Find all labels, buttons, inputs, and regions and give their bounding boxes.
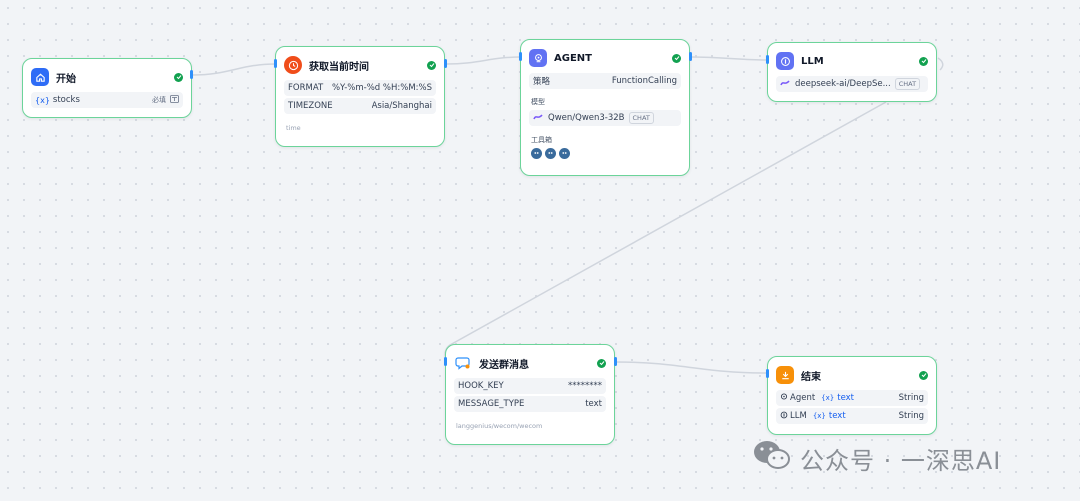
- end-output-source-agent: Agent: [790, 393, 816, 403]
- tool-avatar-icon[interactable]: [545, 148, 556, 159]
- agent-node[interactable]: AGENT 策略 FunctionCalling 模型 Qwen/Qwen3-3…: [520, 39, 690, 176]
- send-input-handle[interactable]: [444, 357, 447, 366]
- end-output-var-agent: text: [837, 393, 855, 403]
- tool-avatar-icon[interactable]: [531, 148, 542, 159]
- check-circle-icon: [672, 53, 681, 63]
- agent-model-row[interactable]: Qwen/Qwen3-32B CHAT: [529, 110, 681, 126]
- send-node-title: 发送群消息: [479, 359, 529, 371]
- model-provider-icon: [533, 112, 543, 125]
- edge-start-time: [191, 63, 277, 76]
- time-format-value: %Y-%m-%d %H:%M:%S: [331, 83, 432, 93]
- send-output-handle[interactable]: [614, 357, 617, 366]
- home-icon: [31, 68, 49, 86]
- time-output-handle[interactable]: [444, 59, 447, 68]
- start-variable-name: stocks: [52, 95, 80, 105]
- start-variable-row[interactable]: {x} stocks 必填: [31, 92, 183, 108]
- edge-llm-tail: [937, 57, 944, 71]
- agent-tools-label: 工具箱: [531, 136, 552, 144]
- llm-model-row[interactable]: deepseek-ai/DeepSe... CHAT: [776, 76, 928, 92]
- clock-icon: [284, 56, 302, 74]
- end-input-handle[interactable]: [766, 369, 769, 378]
- wechat-icon: [752, 438, 792, 478]
- agent-strategy-value: FunctionCalling: [611, 76, 677, 86]
- check-circle-icon: [427, 60, 436, 70]
- end-output-var-llm: text: [828, 411, 846, 421]
- edge-send-end: [615, 361, 769, 374]
- agent-icon: [780, 392, 788, 404]
- time-node-footer: time: [286, 124, 301, 132]
- edge-agent-llm: [689, 56, 769, 61]
- time-timezone-key: TIMEZONE: [288, 101, 333, 111]
- start-node-title: 开始: [56, 73, 76, 85]
- llm-input-handle[interactable]: [766, 55, 769, 64]
- llm-node[interactable]: LLM deepseek-ai/DeepSe... CHAT: [767, 42, 937, 102]
- llm-model-value: deepseek-ai/DeepSe...: [795, 79, 891, 89]
- send-hook-key-value: ********: [568, 381, 602, 391]
- start-variable-required: 必填: [152, 96, 166, 104]
- llm-icon: [780, 411, 788, 422]
- llm-node-title: LLM: [801, 55, 824, 67]
- llm-icon: [776, 52, 794, 70]
- end-flag-icon: [776, 366, 794, 384]
- time-timezone-row[interactable]: TIMEZONE Asia/Shanghai: [284, 98, 436, 114]
- end-node-title: 结束: [801, 371, 821, 383]
- agent-model-chip: CHAT: [628, 112, 654, 124]
- agent-icon: [529, 49, 547, 67]
- agent-tools-list: [531, 148, 689, 159]
- end-output-type-agent: String: [898, 393, 924, 403]
- tool-avatar-icon[interactable]: [559, 148, 570, 159]
- variable-icon: {x}: [35, 95, 50, 105]
- chat-bubble-icon: [454, 354, 472, 372]
- text-field-icon: [170, 94, 179, 106]
- time-node-title: 获取当前时间: [309, 61, 369, 73]
- start-node[interactable]: 开始 {x} stocks 必填: [22, 58, 192, 118]
- check-circle-icon: [174, 72, 183, 82]
- watermark: 公众号 · 一深思AI: [752, 438, 1001, 478]
- time-format-key: FORMAT: [288, 83, 324, 93]
- agent-model-value: Qwen/Qwen3-32B: [548, 113, 625, 123]
- edge-time-agent: [445, 56, 522, 65]
- send-message-type-label: MESSAGE_TYPE: [458, 399, 525, 409]
- check-circle-icon: [919, 56, 928, 66]
- start-output-handle[interactable]: [190, 70, 193, 79]
- watermark-text: 公众号 · 一深思AI: [800, 446, 1002, 475]
- agent-output-handle[interactable]: [689, 52, 692, 61]
- agent-strategy-row[interactable]: 策略 FunctionCalling: [529, 73, 681, 89]
- send-message-type-row[interactable]: MESSAGE_TYPE text: [454, 396, 606, 412]
- model-provider-icon: [780, 78, 790, 91]
- llm-model-chip: CHAT: [894, 78, 921, 90]
- end-output-row-llm[interactable]: LLM {x} text String: [776, 408, 928, 424]
- check-circle-icon: [597, 358, 606, 368]
- agent-node-title: AGENT: [554, 52, 592, 64]
- variable-icon: {x}: [821, 394, 835, 402]
- variable-icon: {x}: [812, 412, 826, 420]
- time-input-handle[interactable]: [274, 59, 277, 68]
- agent-model-label: 模型: [531, 98, 545, 106]
- end-node[interactable]: 结束 Agent {x} text String LLM {x} text St…: [767, 356, 937, 435]
- send-node-footer: langgenius/wecom/wecom: [456, 422, 543, 430]
- check-circle-icon: [919, 370, 928, 380]
- send-message-type-value: text: [585, 399, 602, 409]
- time-format-row[interactable]: FORMAT %Y-%m-%d %H:%M:%S: [284, 80, 436, 96]
- send-hook-key-row[interactable]: HOOK_KEY ********: [454, 378, 606, 394]
- send-node[interactable]: 发送群消息 HOOK_KEY ******** MESSAGE_TYPE tex…: [445, 344, 615, 445]
- time-timezone-value: Asia/Shanghai: [371, 101, 432, 111]
- end-output-source-llm: LLM: [790, 411, 807, 421]
- time-node[interactable]: 获取当前时间 FORMAT %Y-%m-%d %H:%M:%S TIMEZONE…: [275, 46, 445, 147]
- send-hook-key-label: HOOK_KEY: [458, 381, 504, 391]
- agent-strategy-label: 策略: [533, 77, 551, 87]
- end-output-type-llm: String: [898, 411, 924, 421]
- agent-input-handle[interactable]: [519, 52, 522, 61]
- end-output-row-agent[interactable]: Agent {x} text String: [776, 390, 928, 406]
